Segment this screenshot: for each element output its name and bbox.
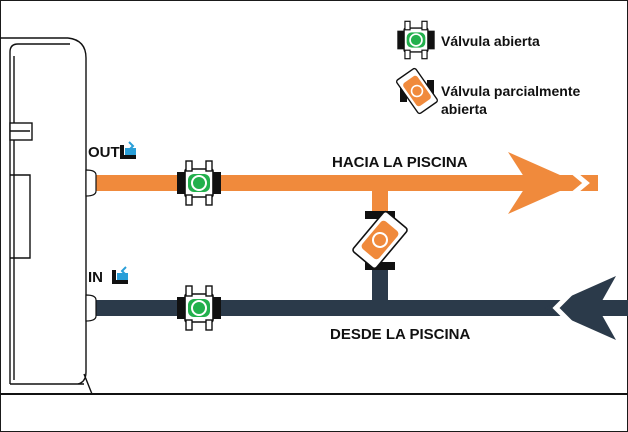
bypass-hot-segment [372, 191, 388, 213]
bypass-cold-segment [372, 268, 388, 300]
legend-partial-label-2: abierta [441, 101, 487, 117]
heat-pump-unit [0, 37, 628, 395]
from-pool-label: DESDE LA PISCINA [330, 326, 470, 343]
legend-partial-label-1: Válvula parcialmente [441, 83, 581, 99]
in-label: IN [88, 269, 103, 286]
cold-pipe [85, 276, 628, 340]
arrow-left-icon [544, 276, 616, 340]
arrow-right-icon [508, 152, 578, 214]
valve-partial-icon [396, 67, 438, 115]
legend: Válvula abierta Válvula parcialmente abi… [396, 20, 581, 117]
valve-open-icon [396, 20, 436, 60]
valve-in-open[interactable] [176, 285, 222, 331]
legend-open-label: Válvula abierta [441, 33, 540, 49]
inlet-icon [112, 266, 128, 284]
to-pool-label: HACIA LA PISCINA [332, 154, 468, 171]
valve-bypass-partial[interactable] [352, 210, 408, 270]
outlet-icon [120, 141, 136, 159]
valve-out-open[interactable] [176, 160, 222, 206]
out-label: OUT [88, 144, 120, 161]
